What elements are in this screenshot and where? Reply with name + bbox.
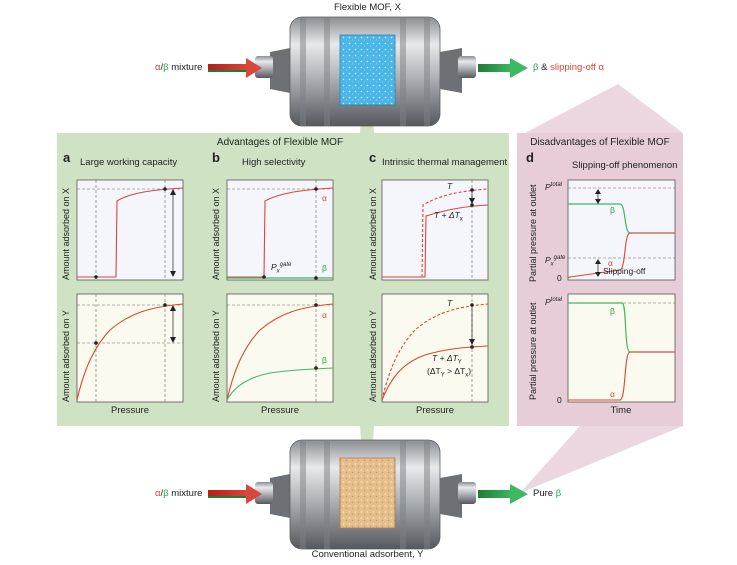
panel-c-t-label: T (447, 181, 453, 191)
panel-c-ylabel-bottom: Amount adsorbed on Y (368, 310, 378, 402)
panel-b-xlabel: Pressure (260, 405, 299, 416)
isotherm-a-x (77, 187, 184, 278)
top-outlet-arrow (478, 58, 528, 78)
panel-d-slipping-label: Slipping-off (603, 266, 646, 276)
isotherm-c-tdx (382, 204, 489, 278)
panel-b-alpha-label: α (322, 193, 327, 203)
panel-d-alpha-label: α (608, 258, 613, 268)
isotherm-b-y-beta (226, 367, 334, 401)
isotherm-a-y (76, 303, 184, 401)
panel-b-ylabel-top: Amount adsorbed on X (211, 187, 221, 280)
panel-c-y-t-label: T (447, 298, 453, 308)
panel-a-ylabel-bottom: Amount adsorbed on Y (61, 310, 71, 402)
isotherm-b-y-alpha (226, 303, 334, 401)
panel-d-beta-label: β (610, 205, 615, 215)
panel-d-y-alpha-label: α (610, 389, 615, 399)
panel-a-subtitle: Large working capacity (80, 157, 178, 168)
panel-a-xlabel: Pressure (110, 405, 149, 416)
isotherm-c-t (382, 188, 489, 278)
panel-b-pgate-label: Pxgate (271, 262, 292, 275)
top-column (255, 16, 476, 127)
panel-d-y-beta-label: β (610, 306, 615, 316)
plot-b-top (226, 179, 334, 281)
panel-c-letter: c (369, 150, 377, 165)
plot-c-top (381, 179, 489, 281)
panel-c-compare-label: (ΔTY > ΔTx) (427, 366, 472, 379)
panel-d-zero-top: 0 (557, 273, 562, 283)
isotherm-c-y-t (381, 303, 489, 401)
breakthrough-d-alpha (567, 232, 675, 279)
plot-b-bottom (226, 293, 334, 403)
panel-d-ptotal-bottom: Ptotal (545, 297, 563, 307)
panel-b-y-alpha-label: α (322, 310, 327, 320)
bottom-column (255, 439, 476, 550)
panel-b-letter: b (212, 150, 220, 165)
panel-b-y-beta-label: β (322, 355, 327, 365)
panel-c-subtitle: Intrinsic thermal management (382, 157, 508, 168)
panel-d-ylabel-top: Partial pressure at outlet (528, 184, 538, 282)
panel-d-ptotal-top: Ptotal (545, 182, 563, 192)
plot-a-bottom (76, 293, 184, 403)
advantages-title: Advantages of Flexible MOF (216, 137, 344, 148)
bottom-inlet-arrow (208, 484, 262, 504)
plot-c-bottom (381, 293, 489, 403)
panel-d-pgate: Pxgate (545, 255, 566, 268)
plot-d-bottom (567, 293, 676, 403)
breakthrough-d-y-alpha (568, 351, 675, 401)
panel-d-xlabel: Time (610, 405, 632, 416)
top-inlet-label: α/β mixture (155, 62, 203, 73)
panel-b-beta-label: β (322, 263, 327, 273)
panel-d-zero-bottom: 0 (557, 395, 562, 405)
isotherm-b-alpha (227, 187, 334, 278)
bottom-column-label: Conventional adsorbent, Y (311, 549, 424, 560)
top-inlet-arrow (208, 58, 262, 78)
panel-b-ylabel-bottom: Amount adsorbed on Y (211, 310, 221, 402)
panel-c-xlabel: Pressure (415, 405, 454, 416)
panel-c-tdx-label: T + ΔTx (434, 210, 463, 223)
bottom-inlet-label: α/β mixture (155, 488, 203, 499)
top-column-label: Flexible MOF, X (333, 2, 402, 13)
isotherm-c-y-tdy (381, 345, 489, 401)
panel-d-letter: d (526, 150, 534, 165)
panel-b-subtitle: High selectivity (242, 157, 306, 168)
panel-c-tdy-label: T + ΔTY (432, 353, 462, 366)
panel-d-subtitle: Slipping-off phenomenon (572, 160, 678, 171)
connector-pink-top (525, 84, 683, 133)
plot-a-top (76, 179, 184, 281)
disadvantages-title: Disadvantages of Flexible MOF (530, 137, 670, 148)
plot-d-top (567, 179, 676, 281)
panel-a-letter: a (63, 150, 71, 165)
bottom-outlet-label: Pure β (533, 488, 562, 499)
panel-c-ylabel-top: Amount adsorbed on X (368, 187, 378, 280)
top-outlet-label: β & slipping-off α (533, 62, 604, 73)
connector-pink-bottom (520, 426, 683, 493)
bottom-outlet-arrow (478, 484, 528, 504)
panel-d-ylabel-bottom: Partial pressure at outlet (528, 302, 538, 400)
panel-a-ylabel-top: Amount adsorbed on X (61, 187, 71, 280)
